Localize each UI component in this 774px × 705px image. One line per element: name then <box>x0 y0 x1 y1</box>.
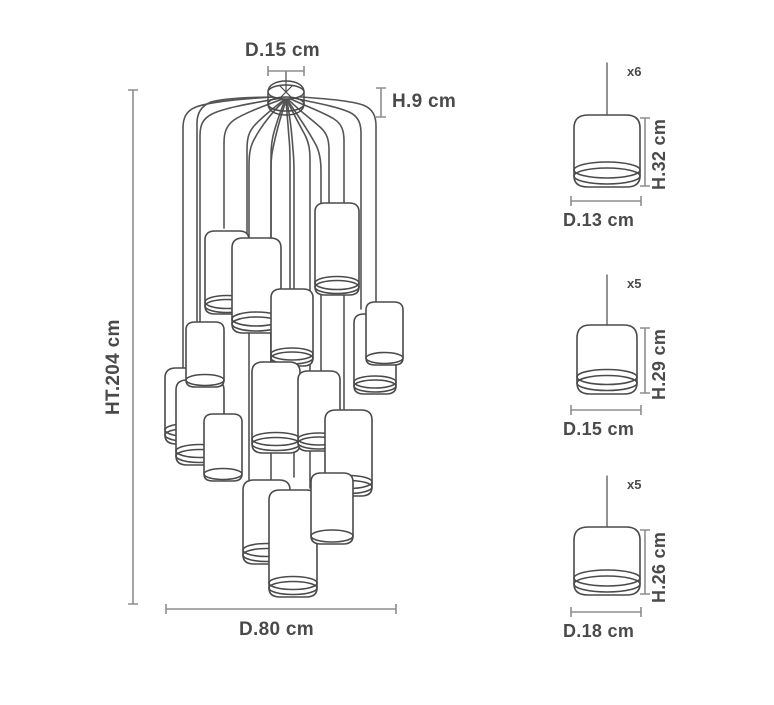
dimension-total-height <box>128 89 138 605</box>
label-variant-2-height: H.29 cm <box>649 328 669 400</box>
pendant-shade <box>314 202 360 296</box>
pendant-shade <box>268 489 318 598</box>
pendant-cluster <box>164 202 404 598</box>
variant-1-dimensions <box>570 117 650 206</box>
chandelier-assembly <box>128 66 404 614</box>
ceiling-canopy <box>267 70 305 116</box>
label-variant-1-diameter: D.13 cm <box>563 210 635 230</box>
label-canopy-diameter: D.15 cm <box>245 40 320 61</box>
pendant-shade <box>310 472 354 545</box>
dimension-canopy-diameter <box>267 66 305 76</box>
pendant-shade <box>203 413 243 482</box>
label-variant-1-quantity: x6 <box>627 64 642 79</box>
label-canopy-height: H.9 cm <box>392 91 457 112</box>
main-dimension-lines <box>128 66 397 614</box>
label-variant-2-quantity: x5 <box>627 276 642 291</box>
pendant-shade <box>270 288 314 367</box>
pendant-shade <box>365 301 404 366</box>
variant-1-figure <box>570 62 650 206</box>
variant-3-dimensions <box>570 529 650 617</box>
pendant-shade <box>251 361 301 454</box>
label-variant-3-diameter: D.18 cm <box>563 621 635 641</box>
label-overall-diameter: D.80 cm <box>239 619 314 640</box>
variant-2-dimensions <box>570 327 650 415</box>
label-variant-2-diameter: D.15 cm <box>563 419 635 439</box>
label-variant-3-height: H.26 cm <box>649 531 669 603</box>
variant-2-figure <box>570 274 650 415</box>
label-total-height: HT.204 cm <box>103 319 124 415</box>
dimension-overall-diameter <box>165 604 397 614</box>
label-variant-1-height: H.32 cm <box>649 118 669 190</box>
label-variant-3-quantity: x5 <box>627 477 642 492</box>
variant-3-figure <box>570 475 650 617</box>
dimension-canopy-height <box>376 87 386 118</box>
pendant-shade <box>185 321 225 388</box>
